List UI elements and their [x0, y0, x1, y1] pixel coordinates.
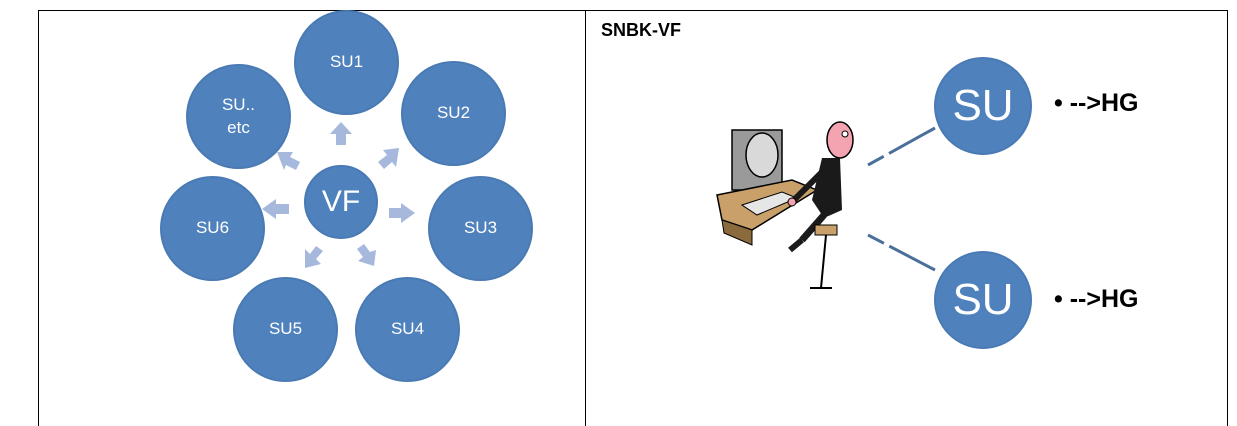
node-su4: SU4 [355, 277, 460, 382]
person-at-computer-icon [716, 121, 854, 289]
node-vf-center: VF [304, 165, 378, 239]
connector-line-bottom [867, 233, 936, 272]
node-su3: SU3 [428, 176, 533, 281]
node-su1: SU1 [294, 10, 399, 115]
arrows-group [262, 122, 415, 268]
arrow-to-suetc [277, 152, 300, 170]
table-frame [38, 10, 1228, 426]
arrow-to-su1 [330, 122, 352, 145]
arrow-to-su5 [305, 246, 323, 268]
node-su5: SU5 [233, 277, 338, 382]
node-su2: SU2 [401, 61, 506, 166]
node-su-top: SU [934, 57, 1032, 155]
node-su6: SU6 [160, 176, 265, 281]
arrow-to-su2 [378, 148, 399, 169]
connector-line-top [867, 126, 936, 167]
table-divider [585, 10, 586, 426]
arrow-to-su6 [262, 199, 289, 219]
panel-title: SNBK-VF [601, 20, 681, 40]
bullet-hg-top: • -->HG [1054, 89, 1139, 117]
bullet-hg-bottom: • -->HG [1054, 285, 1139, 313]
arrow-to-su4 [357, 244, 376, 266]
node-su-etc: SU.. etc [186, 64, 291, 169]
arrow-to-su3 [389, 203, 415, 223]
node-su-bottom: SU [934, 251, 1032, 349]
